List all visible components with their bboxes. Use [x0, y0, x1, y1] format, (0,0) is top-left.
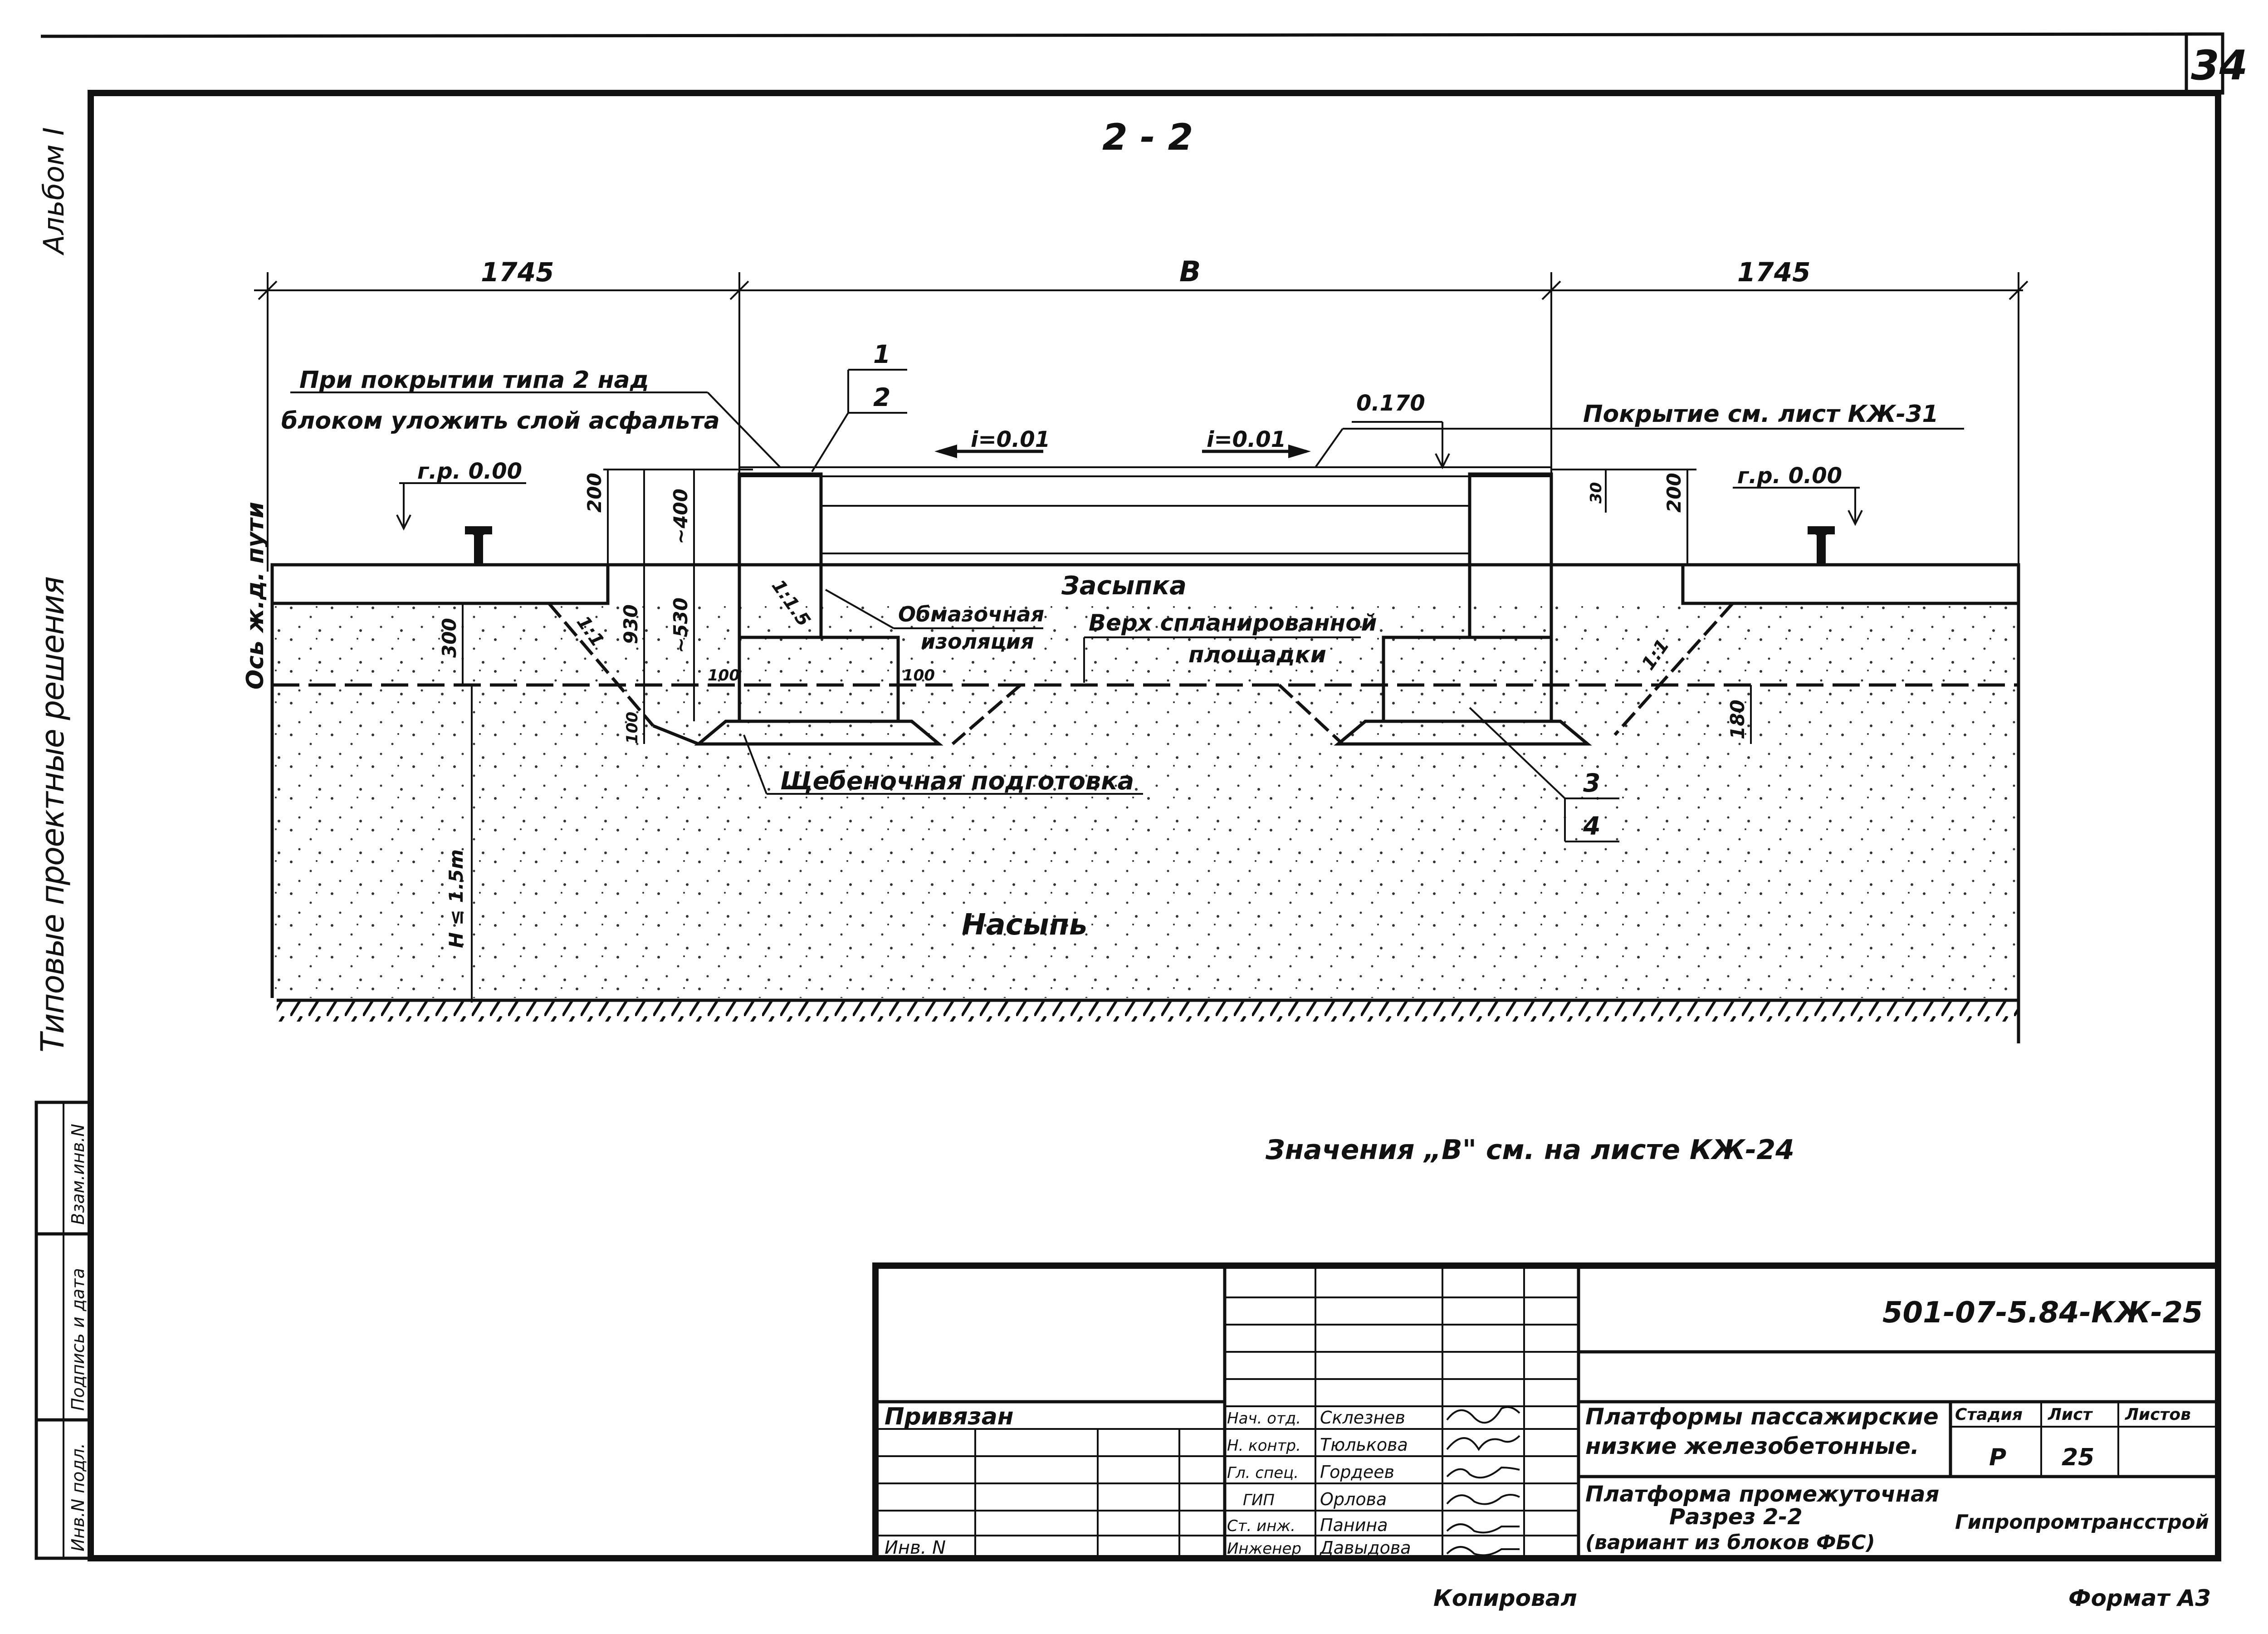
- callout-1: 1: [873, 340, 890, 369]
- sheet-line2: Разрез 2-2: [1669, 1504, 1803, 1530]
- slope-arrows: [934, 445, 1311, 458]
- level-left-marker: [396, 482, 526, 531]
- sheet-line3: (вариант из блоков ФБС): [1585, 1531, 1875, 1554]
- callout-4: 4: [1583, 812, 1600, 841]
- title-inv-n: Инв. N: [885, 1537, 946, 1558]
- callout-2: 2: [873, 383, 890, 412]
- footer-format: Формат А3: [2068, 1585, 2211, 1611]
- dim-embankment-height: H ≤ 1.5m: [445, 849, 467, 948]
- stamp-podpis-data: Подпись и дата: [68, 1268, 88, 1411]
- crushed-stone-leader-2: [743, 734, 767, 794]
- name-3: Орлова: [1320, 1489, 1387, 1509]
- role-5: Инженер: [1227, 1540, 1301, 1558]
- callout-3: 3: [1583, 768, 1600, 797]
- right-wall-blocks: [1334, 472, 1592, 746]
- note-b: Значения „B" см. на листе КЖ-24: [1265, 1134, 1794, 1166]
- backfill-label: Засыпка: [1061, 571, 1187, 601]
- footer-copied: Копировал: [1433, 1585, 1577, 1611]
- top-dimension-line: [254, 272, 2028, 572]
- dim-mid-b: B: [1179, 255, 1201, 288]
- list-header: Лист: [2048, 1405, 2093, 1424]
- stamp-vzam-inv: Взам.инв.N: [68, 1124, 88, 1225]
- title-privyazan: Привязан: [885, 1403, 1014, 1430]
- list-value: 25: [2062, 1444, 2094, 1471]
- project-line1: Платформы пассажирские: [1585, 1404, 1939, 1430]
- title-block: [872, 1262, 2221, 1561]
- callout-3-4: [1469, 707, 1619, 842]
- name-0: Склезнев: [1320, 1408, 1405, 1428]
- callout-1-2: [811, 369, 907, 473]
- stage-value: Р: [1989, 1444, 2006, 1471]
- asphalt-note-line2: блоком уложить слой асфальта: [281, 407, 720, 435]
- embankment-fill: [270, 567, 2020, 1043]
- left-wall-blocks: [694, 472, 943, 746]
- album-label: Альбом I: [37, 127, 70, 256]
- role-3: ГИП: [1243, 1491, 1275, 1509]
- sheet-number: 34: [2191, 42, 2248, 89]
- planned-top-line2: площадки: [1188, 641, 1326, 668]
- insulation-line1: Обмазочная: [898, 602, 1044, 626]
- name-4: Панина: [1320, 1515, 1388, 1535]
- role-2: Гл. спец.: [1227, 1464, 1299, 1482]
- name-1: Тюлькова: [1320, 1435, 1408, 1455]
- title-code: 501-07-5.84-КЖ-25: [1882, 1296, 2203, 1330]
- level-right: г.р. 0.00: [1737, 463, 1842, 489]
- role-0: Нач. отд.: [1227, 1409, 1301, 1428]
- trench-slopes: [547, 602, 1734, 746]
- dim-h180: 180: [1726, 700, 1749, 739]
- level-right-marker: [1733, 487, 1863, 526]
- dim-h530: ~530: [670, 597, 692, 653]
- name-2: Гордеев: [1320, 1462, 1394, 1482]
- series-label: Типовые проектные решения: [34, 576, 71, 1052]
- dim-right-1745: 1745: [1737, 257, 1810, 288]
- dim-h30: 30: [1587, 482, 1605, 504]
- vertical-dims-right: [1551, 469, 1752, 744]
- role-1: Н. контр.: [1227, 1437, 1301, 1455]
- dim-h200-right: 200: [1663, 473, 1685, 513]
- planned-top-line1: Верх спланированной: [1089, 610, 1377, 636]
- lists-header: Листов: [2125, 1405, 2191, 1424]
- section-title: 2 - 2: [1102, 116, 1193, 158]
- platform-coating: [738, 466, 1552, 554]
- level-0170: 0.170: [1356, 391, 1425, 416]
- stamp-inv-podl: Инв.N подл.: [68, 1443, 88, 1551]
- dim-left-1745: 1745: [481, 257, 554, 288]
- coating-note-leader-2: [1315, 428, 1344, 468]
- slope-i-right: i=0.01: [1207, 427, 1286, 452]
- dim-h930: 930: [620, 604, 642, 644]
- level-left: г.р. 0.00: [417, 459, 522, 484]
- dim-h400: ~400: [670, 489, 692, 544]
- name-5: Давыдова: [1319, 1538, 1411, 1558]
- dim-h100-a: 100: [708, 666, 740, 685]
- dim-h300: 300: [438, 618, 460, 658]
- ground-line: [277, 998, 2019, 1022]
- stage-header: Стадия: [1955, 1405, 2023, 1424]
- dim-h200-left: 200: [583, 473, 606, 513]
- organization: Гипропромтрансстрой: [1955, 1511, 2209, 1534]
- asphalt-note-line1: При покрытии типа 2 над: [299, 367, 649, 394]
- asphalt-note-leader-2: [707, 391, 781, 468]
- crushed-stone-label: Щебеночная подготовка: [780, 767, 1134, 795]
- insulation-line2: изоляция: [921, 629, 1034, 654]
- vertical-dims-left: [462, 469, 753, 1003]
- slope-i-left: i=0.01: [971, 427, 1050, 452]
- insulation-leader-2: [825, 589, 894, 629]
- side-stamp: [34, 1101, 93, 1560]
- signatures: [1446, 1406, 1520, 1556]
- dim-h100-b: 100: [903, 666, 935, 685]
- coating-note: Покрытие см. лист КЖ-31: [1583, 401, 1939, 428]
- sheet-line1: Платформа промежуточная: [1585, 1482, 1939, 1507]
- role-4: Ст. инж.: [1227, 1517, 1295, 1535]
- embankment-label: Насыпь: [962, 908, 1087, 942]
- dim-h100-c: 100: [623, 712, 641, 744]
- project-line2: низкие железобетонные.: [1585, 1433, 1919, 1459]
- axis-label: Ось ж.д. пути: [242, 502, 269, 690]
